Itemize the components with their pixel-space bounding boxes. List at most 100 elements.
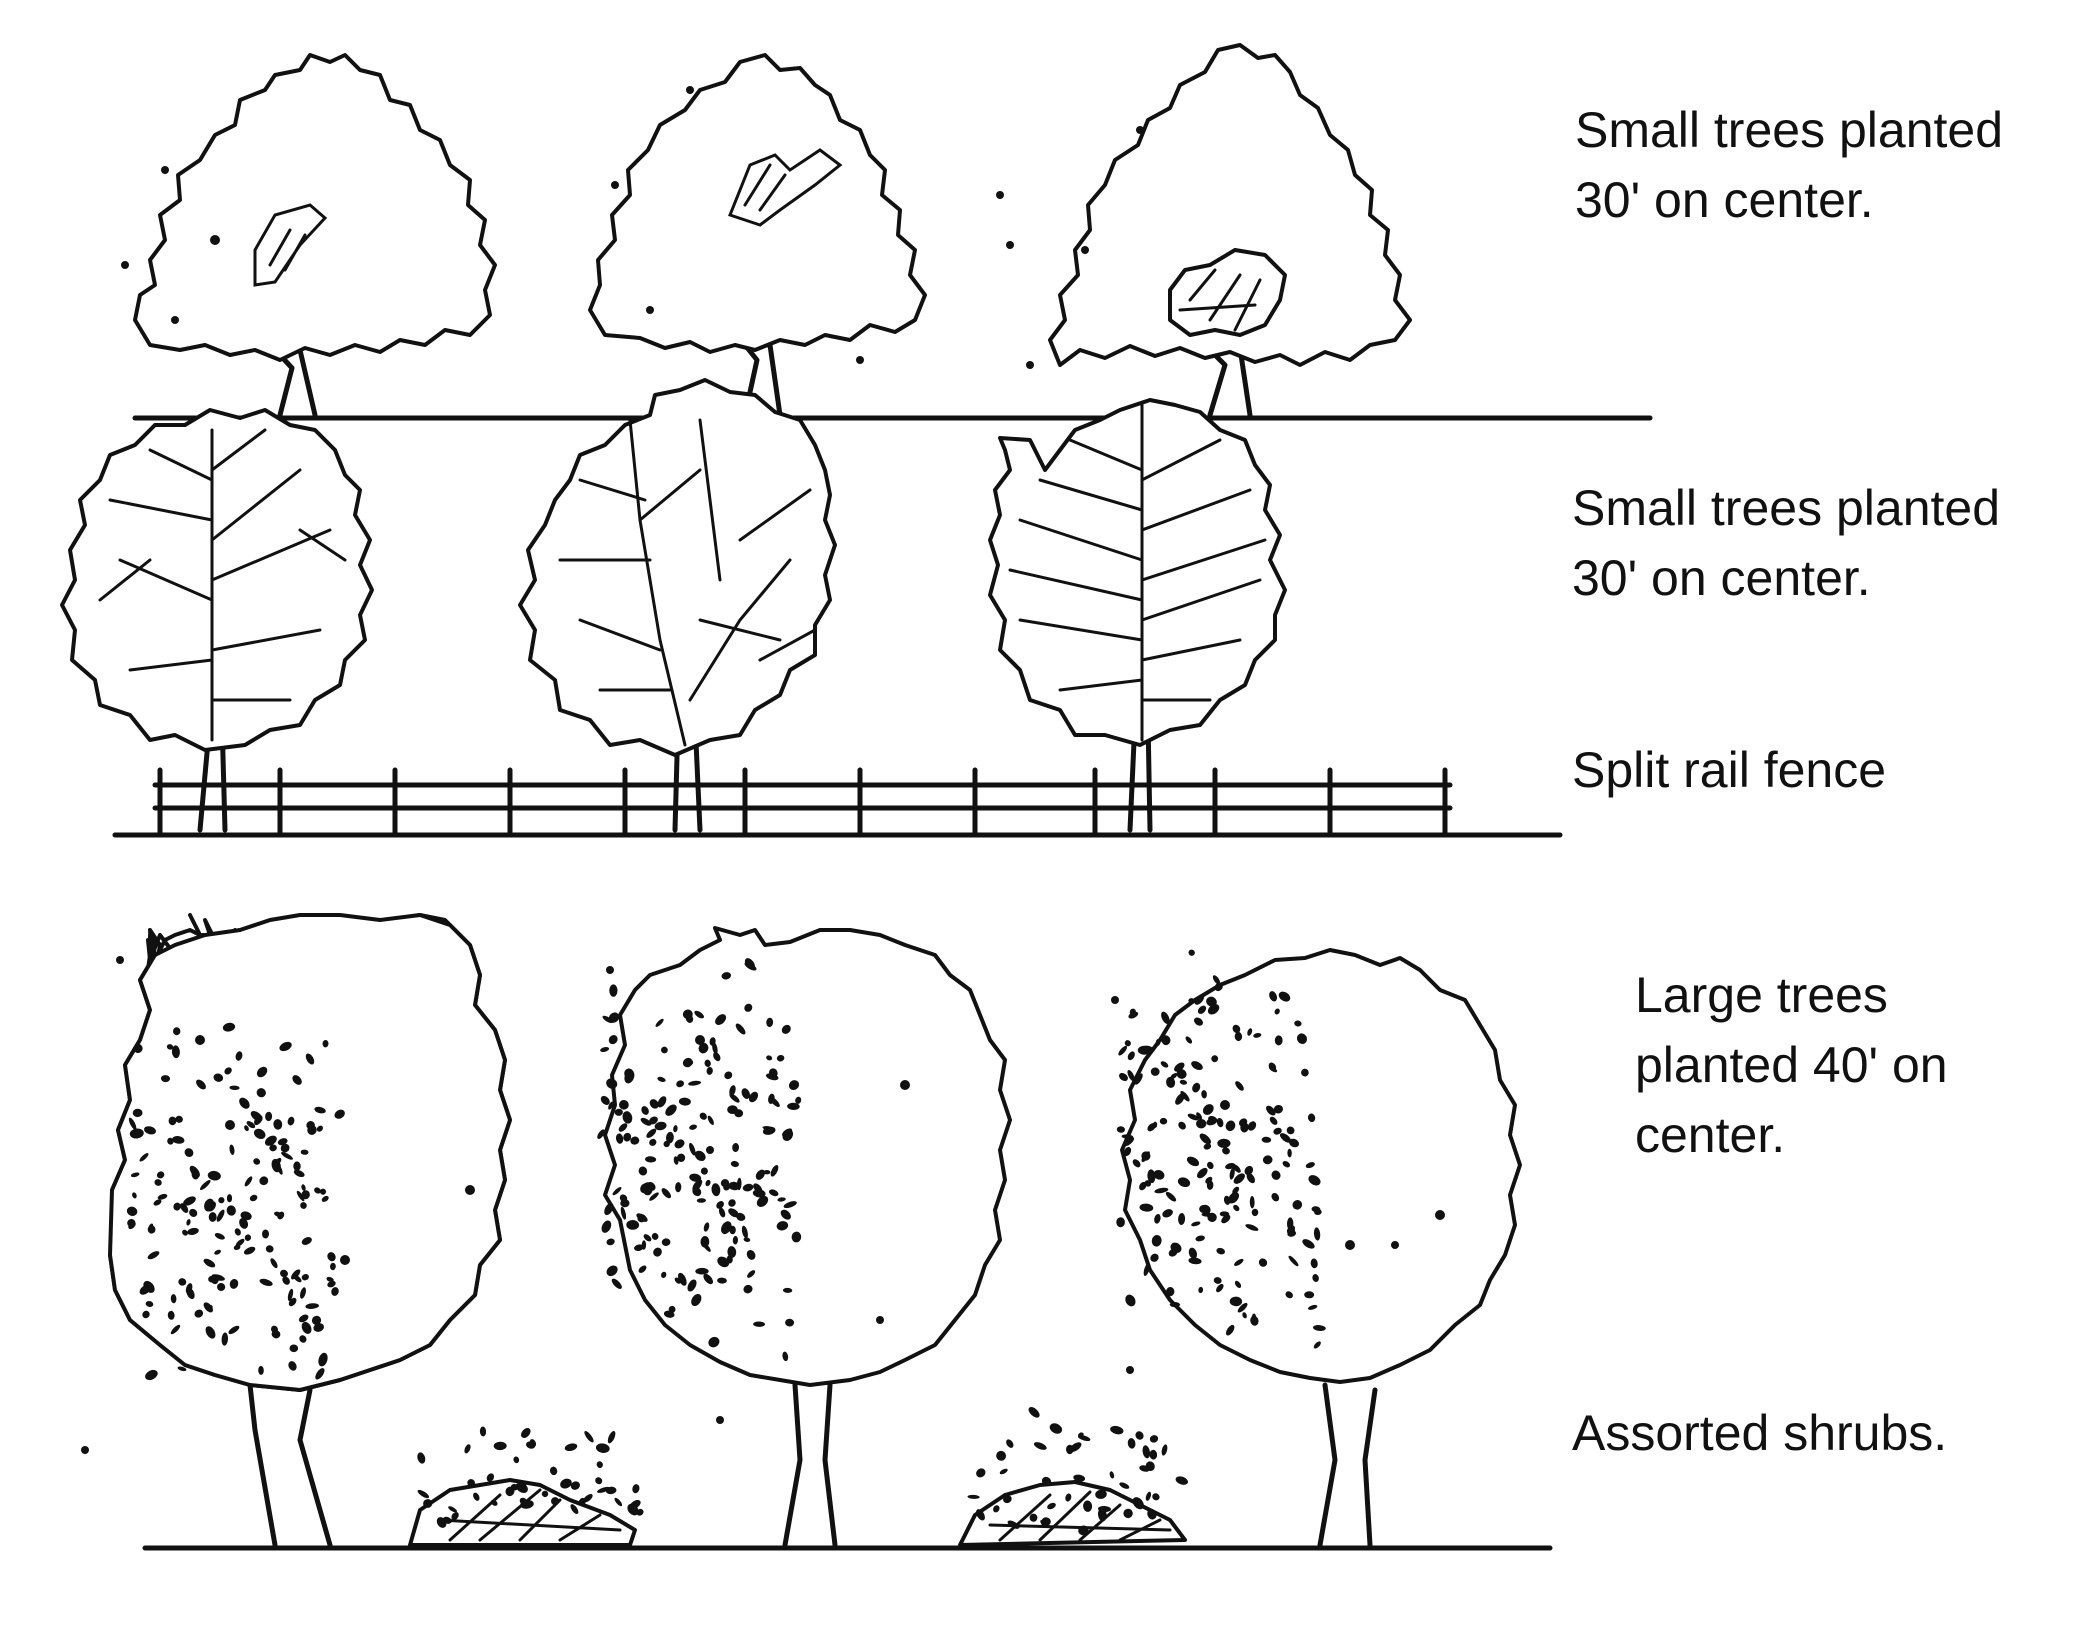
label-row-2: Small trees planted 30' on center. bbox=[1572, 473, 2000, 613]
leaf-mark bbox=[1216, 1117, 1224, 1128]
leaf-mark bbox=[187, 1227, 199, 1235]
leaf-mark bbox=[564, 1443, 578, 1452]
leaf-mark bbox=[743, 1237, 751, 1242]
leaf-mark bbox=[595, 1477, 603, 1485]
leaf-mark bbox=[623, 1132, 632, 1142]
leaf-mark bbox=[292, 1075, 302, 1085]
leaf-mark bbox=[781, 1024, 791, 1034]
leaf-mark bbox=[222, 1022, 236, 1032]
leaf-mark bbox=[229, 1144, 235, 1155]
leaf-mark bbox=[783, 1201, 797, 1209]
leaf-mark bbox=[732, 1235, 739, 1245]
leaf-mark bbox=[300, 1149, 309, 1155]
leaf-mark bbox=[716, 1201, 724, 1209]
leaf-mark bbox=[300, 1202, 307, 1209]
triangular-tree-2 bbox=[588, 53, 927, 418]
leaf-mark bbox=[1119, 1072, 1128, 1082]
leaf-mark bbox=[1249, 1196, 1255, 1209]
large-tree-2 bbox=[597, 926, 1012, 1548]
leaf-mark bbox=[486, 1473, 495, 1482]
leaf-mark bbox=[638, 1265, 647, 1273]
leaf-mark bbox=[160, 1075, 171, 1083]
leaf-mark bbox=[1225, 1120, 1236, 1132]
leaf-mark bbox=[288, 1297, 297, 1307]
leaf-mark bbox=[261, 1229, 270, 1239]
leaf-mark bbox=[615, 1133, 624, 1144]
leaf-mark bbox=[1006, 1439, 1014, 1448]
leaf-mark bbox=[274, 1211, 283, 1217]
leaf-mark bbox=[653, 1247, 662, 1257]
leaf-mark bbox=[1308, 1175, 1321, 1186]
leaf-mark bbox=[637, 1214, 647, 1223]
leaf-mark bbox=[145, 1369, 158, 1381]
leaf-mark bbox=[676, 1153, 686, 1162]
leaf-mark bbox=[1234, 1031, 1243, 1042]
leaf-mark bbox=[640, 1117, 652, 1126]
leaf-mark bbox=[655, 1018, 664, 1027]
leaf-mark bbox=[1161, 1444, 1168, 1456]
leaf-mark bbox=[626, 1219, 640, 1230]
leaf-mark bbox=[629, 1499, 641, 1510]
leaf-mark bbox=[1199, 1205, 1207, 1213]
leaf-mark bbox=[1312, 1274, 1319, 1282]
leaf-mark bbox=[1269, 991, 1278, 1002]
leaf-mark bbox=[742, 1183, 754, 1192]
leaf-mark bbox=[748, 1091, 759, 1103]
leaf-mark bbox=[736, 1177, 742, 1191]
leaf-mark bbox=[1169, 1301, 1181, 1308]
leaf-mark bbox=[674, 1139, 685, 1149]
leaf-mark bbox=[753, 1321, 766, 1327]
leaf-mark bbox=[173, 1202, 181, 1211]
leaf-mark bbox=[620, 1206, 627, 1220]
leaf-mark bbox=[718, 1207, 726, 1218]
leaf-mark bbox=[1041, 1476, 1052, 1486]
leaf-mark bbox=[1139, 1465, 1150, 1472]
leaf-mark bbox=[1278, 991, 1291, 1002]
leaf-mark bbox=[280, 1269, 288, 1278]
leaf-mark bbox=[244, 1125, 249, 1132]
leaf-mark bbox=[1083, 1500, 1093, 1512]
leaf-mark bbox=[619, 1099, 629, 1110]
leaf-mark bbox=[689, 1142, 696, 1156]
triangular-tree-canopy bbox=[588, 53, 927, 354]
round-branching-tree-canopy bbox=[518, 378, 837, 757]
leaf-mark bbox=[205, 1326, 216, 1339]
leaf-mark bbox=[1305, 1162, 1315, 1169]
leaf-mark bbox=[250, 1111, 263, 1122]
leaf-mark bbox=[1165, 1191, 1177, 1202]
label-line: Small trees planted bbox=[1575, 102, 2004, 158]
leaf-mark bbox=[549, 1466, 558, 1476]
leaf-mark bbox=[265, 1245, 274, 1253]
leaf-mark bbox=[1273, 1104, 1283, 1114]
leaf-mark bbox=[570, 1504, 579, 1515]
leaf-mark bbox=[214, 1232, 225, 1240]
leaf-mark bbox=[253, 1158, 261, 1165]
leaf-mark bbox=[678, 1097, 691, 1106]
leaf-mark bbox=[154, 1179, 162, 1186]
leaf-mark bbox=[595, 1443, 610, 1453]
leaf-mark bbox=[259, 1278, 273, 1287]
leaf-mark bbox=[1135, 1431, 1144, 1440]
leaf-mark bbox=[1185, 1036, 1193, 1044]
leaf-mark bbox=[229, 1085, 240, 1091]
leaf-mark bbox=[293, 1161, 301, 1171]
leaf-mark bbox=[479, 1426, 487, 1437]
leaf-mark bbox=[720, 1179, 730, 1188]
leaf-mark bbox=[1123, 1508, 1133, 1519]
leaf-mark bbox=[550, 1497, 560, 1506]
leaf-mark bbox=[243, 1246, 256, 1255]
leaf-mark bbox=[636, 1508, 644, 1516]
row-3-large-trees-and-shrubs bbox=[81, 913, 1553, 1551]
leaf-mark bbox=[1118, 1045, 1128, 1056]
leaf-mark bbox=[1065, 1493, 1072, 1502]
leaf-mark bbox=[132, 1108, 143, 1118]
leaf-mark bbox=[265, 1111, 273, 1122]
leaf-mark bbox=[1232, 1024, 1241, 1034]
leaf-mark bbox=[1221, 1214, 1231, 1224]
leaf-mark bbox=[1033, 1442, 1047, 1450]
leaf-mark bbox=[189, 1208, 198, 1217]
leaf-mark bbox=[1170, 1073, 1178, 1080]
leaf-mark bbox=[226, 1205, 236, 1216]
leaf-mark bbox=[661, 1046, 668, 1054]
leaf-mark bbox=[331, 1287, 339, 1296]
